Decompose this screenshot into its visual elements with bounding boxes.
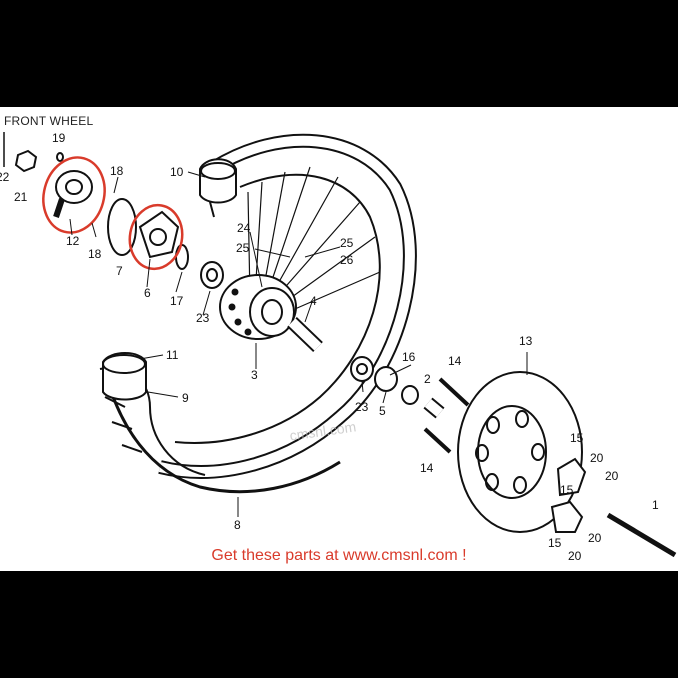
label-7: 7 xyxy=(116,264,123,278)
label-26: 26 xyxy=(340,253,354,267)
nut-part-21 xyxy=(14,149,38,173)
bottom-letterbox xyxy=(0,571,678,678)
label-12: 12 xyxy=(66,234,80,248)
label-18-upper: 18 xyxy=(110,164,124,178)
label-23-left: 23 xyxy=(196,311,210,325)
top-letterbox xyxy=(0,0,678,107)
label-20-b: 20 xyxy=(605,469,619,483)
label-20-c: 20 xyxy=(588,531,602,545)
label-15-upper: 15 xyxy=(570,431,584,445)
lock-plate-part-15-lower xyxy=(550,500,584,533)
exploded-view-drawing: 1 2 3 4 5 6 7 8 9 10 11 12 13 14 14 15 1… xyxy=(0,131,677,563)
collar-part-4 xyxy=(287,316,323,353)
oring-part-19 xyxy=(56,152,64,162)
bolt-part-14-upper xyxy=(438,377,470,407)
label-25-left: 25 xyxy=(236,241,250,255)
label-14-lower: 14 xyxy=(420,461,434,475)
label-22: 22 xyxy=(0,170,10,184)
label-15-lower: 15 xyxy=(548,536,562,550)
part-labels: 1 2 3 4 5 6 7 8 9 10 11 12 13 14 14 15 1… xyxy=(0,131,659,563)
label-19: 19 xyxy=(52,131,66,145)
label-4: 4 xyxy=(310,294,317,308)
label-24: 24 xyxy=(237,221,251,235)
axle-part-1 xyxy=(606,512,677,558)
label-3: 3 xyxy=(251,368,258,382)
highlight-circle-part-6 xyxy=(128,203,184,271)
collar-part-5 xyxy=(401,385,419,405)
circlip-part-17 xyxy=(175,244,189,270)
gearbox-part-12 xyxy=(53,170,93,218)
watermark: cmsnl.com xyxy=(289,418,357,443)
label-23-right: 23 xyxy=(355,400,369,414)
label-13: 13 xyxy=(519,334,533,348)
tube-part-10 xyxy=(199,158,237,218)
bearing-part-23-left xyxy=(200,261,224,289)
seal-part-16 xyxy=(374,366,398,392)
diagram-panel: 1 2 3 4 5 6 7 8 9 10 11 12 13 14 14 15 1… xyxy=(0,107,678,571)
label-18-lower: 18 xyxy=(88,247,102,261)
bolt-part-14-lower xyxy=(423,427,452,454)
retainer-part-7 xyxy=(107,198,137,256)
brake-disc-part-13 xyxy=(457,371,583,533)
label-11: 11 xyxy=(166,348,179,362)
label-2: 2 xyxy=(424,372,431,386)
label-25-right: 25 xyxy=(340,236,354,250)
distance-collar-part-2 xyxy=(423,397,445,419)
label-21: 21 xyxy=(14,190,28,204)
label-1: 1 xyxy=(652,498,659,512)
leader-lines xyxy=(69,171,528,517)
label-9: 9 xyxy=(182,391,189,405)
label-20-a: 20 xyxy=(590,451,604,465)
tire-drawing xyxy=(99,133,417,494)
label-20-d: 20 xyxy=(568,549,582,563)
bearing-part-23-right xyxy=(350,356,374,382)
label-5: 5 xyxy=(379,404,386,418)
label-6: 6 xyxy=(144,286,151,300)
label-15-middle: 15 xyxy=(560,483,574,497)
label-16: 16 xyxy=(402,350,416,364)
highlight-circle-part-12 xyxy=(42,156,106,234)
tube-part-11 xyxy=(102,352,147,401)
lock-plate-part-15-upper xyxy=(556,457,587,497)
label-17: 17 xyxy=(170,294,184,308)
label-8: 8 xyxy=(234,518,241,532)
label-14-upper: 14 xyxy=(448,354,462,368)
page-title: FRONT WHEEL xyxy=(4,114,94,128)
promo-link[interactable]: Get these parts at www.cmsnl.com ! xyxy=(211,547,467,564)
hub-part-3 xyxy=(219,274,297,340)
label-10: 10 xyxy=(170,165,184,179)
gear-retainer-part-6 xyxy=(138,210,180,259)
